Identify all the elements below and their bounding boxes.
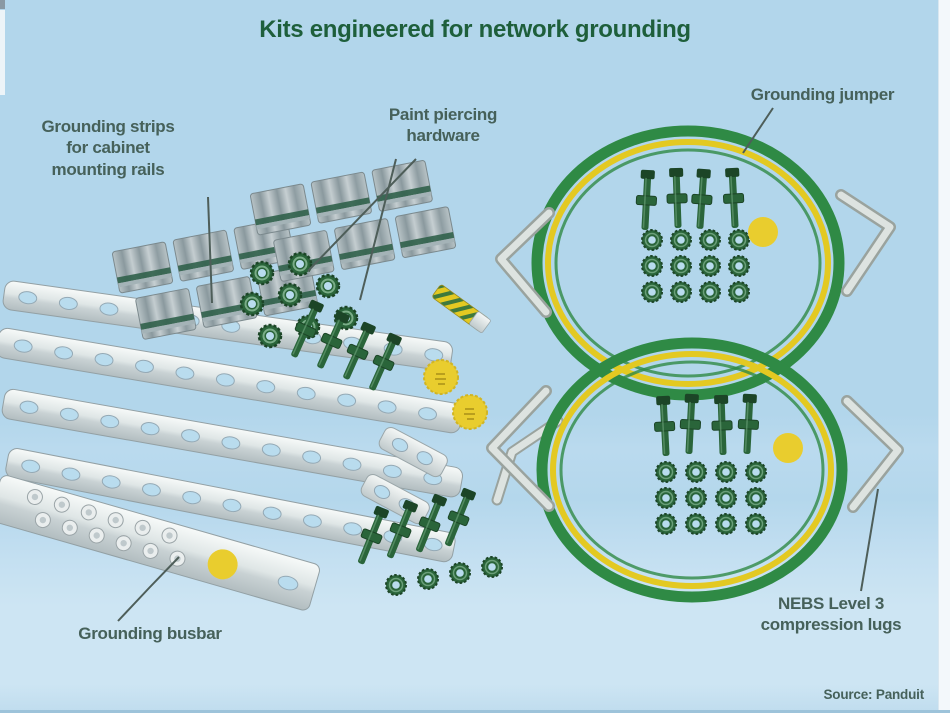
nut bbox=[715, 487, 737, 509]
nut bbox=[655, 487, 677, 509]
leader-paint-piercing-2 bbox=[359, 158, 397, 301]
corner-artifact bbox=[0, 0, 5, 9]
source-credit: Source: Panduit bbox=[823, 687, 924, 702]
cable-yellow-stripe bbox=[550, 351, 834, 589]
bolt bbox=[721, 166, 746, 230]
jumper-kit-bolts-bottom bbox=[652, 392, 761, 458]
label-grounding-strips: Grounding strips for cabinet mounting ra… bbox=[41, 117, 175, 179]
nut bbox=[728, 281, 750, 303]
bolt bbox=[736, 392, 761, 456]
leader-grounding-busbar bbox=[117, 556, 180, 622]
nut bbox=[641, 255, 663, 277]
label-paint-piercing-hardware: Paint piercing hardware bbox=[388, 105, 498, 146]
nut bbox=[699, 281, 721, 303]
nut bbox=[685, 487, 707, 509]
grounding-jumper-coil-bottom bbox=[486, 337, 904, 603]
nut bbox=[481, 556, 503, 578]
left-edge-sliver bbox=[0, 10, 5, 95]
label-grounding-jumper: Grounding jumper bbox=[750, 85, 895, 104]
bottom-border-line bbox=[0, 710, 950, 713]
nut bbox=[655, 513, 677, 535]
rail-clip bbox=[249, 183, 312, 236]
nut bbox=[685, 461, 707, 483]
leader-paint-piercing-1 bbox=[307, 158, 417, 272]
rail-clip bbox=[333, 217, 396, 271]
leader-grounding-strips bbox=[207, 196, 213, 304]
rail-clip bbox=[172, 229, 235, 282]
leader-lines bbox=[117, 107, 879, 622]
nut bbox=[715, 513, 737, 535]
kit-label-dot bbox=[773, 433, 803, 463]
rail-clip bbox=[394, 205, 457, 259]
nut bbox=[728, 229, 750, 251]
bolt bbox=[634, 168, 659, 232]
angled-lug bbox=[491, 415, 564, 506]
nut bbox=[745, 513, 767, 535]
rail-clip bbox=[371, 159, 434, 213]
washer bbox=[287, 251, 313, 277]
jumper-kit-nuts-bottom bbox=[655, 461, 767, 535]
wire-segment bbox=[432, 284, 491, 333]
nut bbox=[670, 229, 692, 251]
nut bbox=[685, 513, 707, 535]
label-grounding-busbar: Grounding busbar bbox=[78, 624, 222, 643]
figure-title: Kits engineered for network grounding bbox=[259, 16, 691, 43]
yellow-sticker bbox=[452, 394, 488, 430]
nut bbox=[655, 461, 677, 483]
bolt bbox=[710, 393, 734, 457]
nut bbox=[699, 229, 721, 251]
leader-grounding-jumper bbox=[742, 107, 774, 154]
right-border-strip bbox=[938, 0, 950, 713]
grounding-strip-3 bbox=[1, 388, 464, 498]
rail-clip-group-right bbox=[249, 159, 457, 283]
nut bbox=[745, 461, 767, 483]
leader-nebs-lugs bbox=[860, 488, 879, 592]
compression-lug-bottom-right bbox=[841, 395, 904, 513]
bolt bbox=[652, 394, 677, 458]
jumper-kit-nuts-top bbox=[641, 229, 750, 303]
nut bbox=[641, 281, 663, 303]
nut bbox=[449, 562, 471, 584]
compression-lug-top-right bbox=[835, 189, 896, 297]
bolt bbox=[665, 166, 689, 230]
washer bbox=[277, 282, 303, 308]
cable-yellow-stripe bbox=[545, 139, 831, 387]
nut bbox=[745, 487, 767, 509]
compression-lug-top-left bbox=[495, 207, 555, 318]
washer bbox=[315, 273, 341, 299]
yellow-sticker bbox=[423, 359, 459, 395]
nut bbox=[699, 255, 721, 277]
washer bbox=[257, 323, 283, 349]
nut bbox=[715, 461, 737, 483]
kit-label-dot bbox=[748, 217, 778, 247]
bolt bbox=[689, 167, 715, 231]
grounding-strip-4 bbox=[5, 448, 456, 563]
washer bbox=[239, 291, 265, 317]
compression-lug-bottom-left bbox=[486, 385, 555, 512]
grounding-busbar bbox=[0, 475, 320, 611]
nut bbox=[641, 229, 663, 251]
nut bbox=[728, 255, 750, 277]
nut bbox=[417, 568, 439, 590]
bolt bbox=[678, 392, 703, 456]
nut bbox=[670, 255, 692, 277]
jumper-kit-bolts-top bbox=[634, 166, 746, 232]
nut bbox=[385, 574, 407, 596]
kit-label-dot bbox=[207, 549, 238, 580]
nut bbox=[670, 281, 692, 303]
rail-clip bbox=[111, 241, 174, 294]
washer bbox=[249, 260, 275, 286]
label-nebs-compression-lugs: NEBS Level 3 compression lugs bbox=[760, 594, 902, 635]
